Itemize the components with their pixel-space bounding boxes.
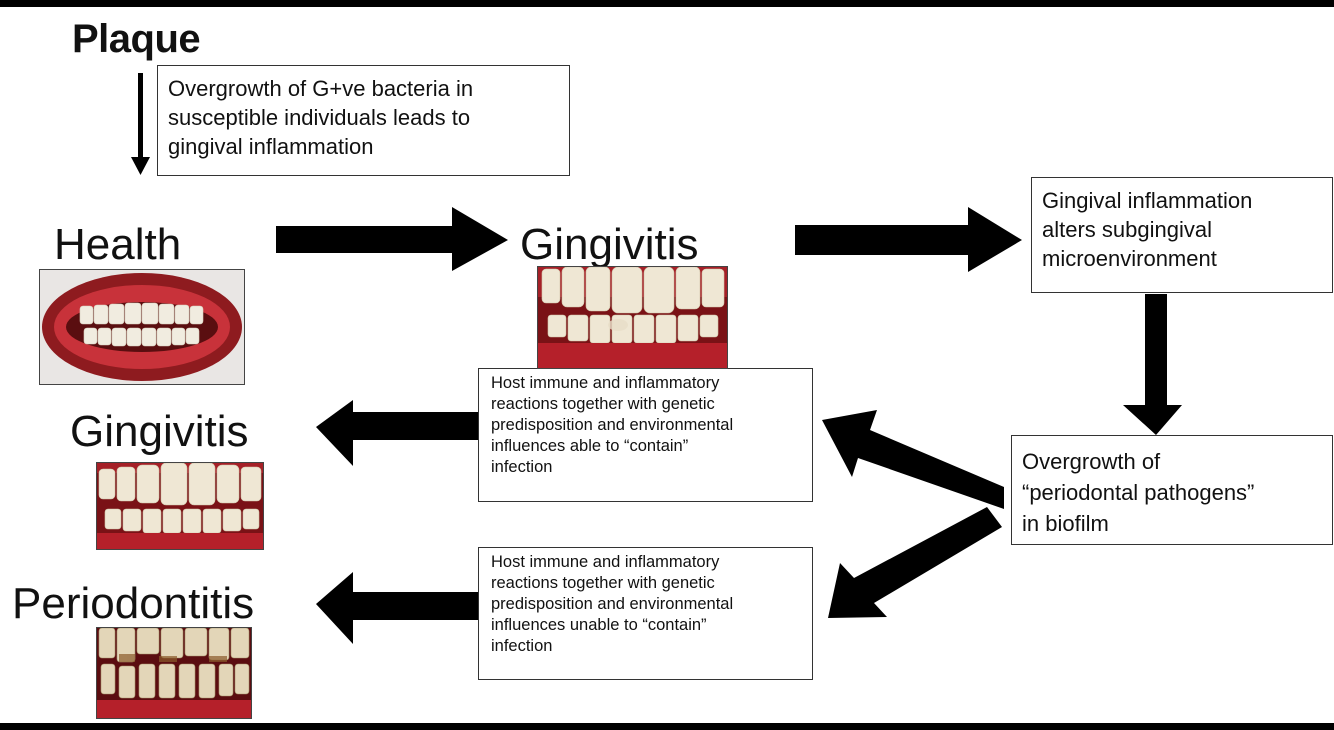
periodontitis-teeth-photo	[96, 627, 252, 719]
plaque-note-box: Overgrowth of G+ve bacteria in susceptib…	[157, 65, 570, 176]
stage-label-gingivitis-left: Gingivitis	[70, 407, 249, 456]
gingivitis-teeth-photo-top	[537, 266, 728, 369]
plaque-down-arrow	[131, 73, 150, 175]
arrows-layer	[131, 73, 1182, 644]
contain-to-gingivitis-arrow	[316, 400, 478, 466]
pathogens-to-unable-contain-arrow	[828, 507, 1002, 618]
gingivitis-to-microenvironment-arrow	[795, 207, 1022, 272]
pathogens-to-contain-arrow	[822, 410, 1004, 509]
gingivitis-teeth-photo-left	[96, 462, 264, 550]
contain-box: Host immune and inflammatory reactions t…	[478, 368, 813, 502]
microenvironment-to-pathogens-arrow	[1123, 294, 1182, 435]
health-to-gingivitis-arrow	[276, 207, 508, 271]
page-title: Plaque	[72, 17, 201, 61]
unable-contain-to-periodontitis-arrow	[316, 572, 478, 644]
stage-label-health: Health	[54, 220, 182, 269]
stage-label-gingivitis-top: Gingivitis	[520, 220, 699, 269]
pathogens-box: Overgrowth of “periodontal pathogens” in…	[1011, 435, 1333, 545]
microenvironment-box: Gingival inflammation alters subgingival…	[1031, 177, 1333, 293]
health-teeth-photo	[39, 269, 245, 385]
unable-contain-box: Host immune and inflammatory reactions t…	[478, 547, 813, 680]
stage-label-periodontitis: Periodontitis	[12, 579, 255, 628]
slide: Plaque Health Gingivitis Gingivitis Peri…	[0, 7, 1334, 723]
